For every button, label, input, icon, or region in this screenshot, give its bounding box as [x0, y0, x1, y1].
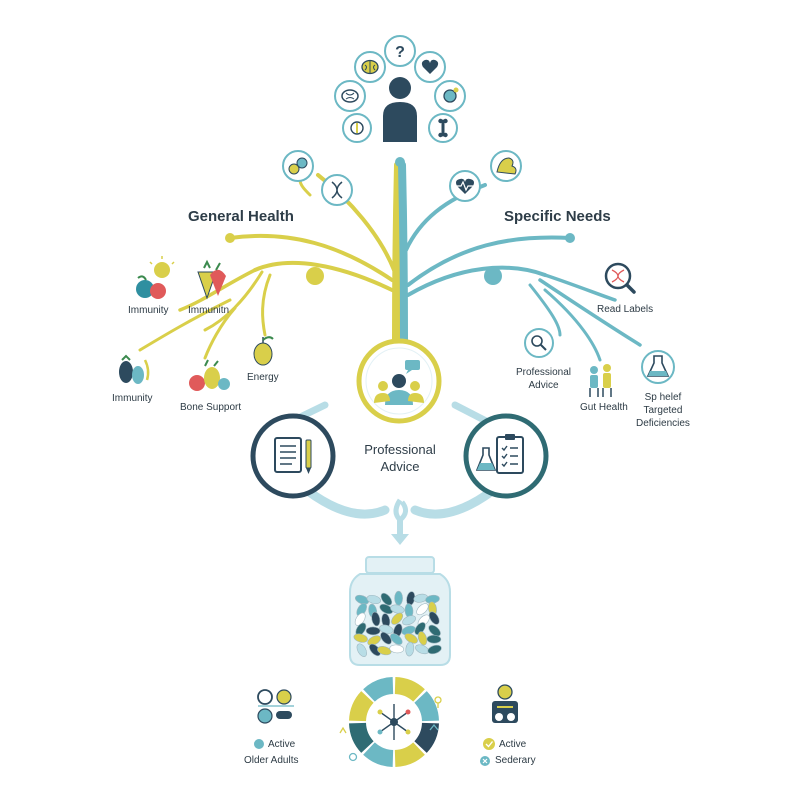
- mineral-icon: [342, 113, 372, 143]
- label-bone-support: Bone Support: [180, 402, 242, 413]
- question-icon: ?: [384, 35, 416, 67]
- supplement-jar-icon: [349, 556, 451, 666]
- legend-left-older-adults: Older Adults: [244, 755, 299, 766]
- vegetables-icon: [197, 259, 226, 300]
- legend-dot-sedentary-right: [480, 756, 490, 766]
- label-professional-advice: Professional Advice: [516, 367, 572, 391]
- label-targeted-deficiencies: Sp helef Targeted Deficiencies: [636, 392, 690, 429]
- pill-capsule: [414, 622, 426, 635]
- heart-icon: [414, 51, 446, 83]
- pill-capsule: [394, 590, 403, 606]
- pill-capsule: [427, 644, 442, 655]
- brain-small-icon: [334, 80, 366, 112]
- pill-capsule: [390, 633, 403, 645]
- consultation-icon: [356, 338, 442, 424]
- advice-magnifier-icon: [524, 328, 554, 358]
- bacteria-icon: [377, 704, 411, 740]
- pill-capsule: [365, 626, 381, 636]
- label-read-labels: Read Labels: [597, 304, 654, 315]
- mixed-fruit-icon: [189, 359, 230, 391]
- pill-capsule: [371, 611, 381, 627]
- donut-segment: [349, 722, 374, 753]
- donut-segment: [363, 677, 394, 702]
- pill-capsule: [405, 641, 415, 657]
- small-deco-icons: [339, 696, 442, 762]
- legend-right-sederary: Sederary: [495, 755, 536, 766]
- pill-capsule: [355, 594, 369, 605]
- pill-capsule: [377, 646, 392, 656]
- label-gut-health: Gut Health: [580, 402, 628, 413]
- legend-dot-active-left: [254, 739, 264, 749]
- pill-capsule: [366, 594, 381, 605]
- donut-segment: [414, 722, 439, 753]
- people-gut-icon: [589, 364, 612, 397]
- professional-advice-title: Professional Advice: [364, 442, 436, 474]
- brain-icon: [354, 51, 386, 83]
- donut-segment: [394, 742, 425, 767]
- pill-capsule: [428, 624, 441, 637]
- pill-capsule: [426, 634, 442, 644]
- pill-capsule: [404, 633, 418, 644]
- label-immunitn: Immunitn: [188, 305, 230, 316]
- pill-capsule: [390, 604, 405, 614]
- pill-capsule: [354, 612, 366, 626]
- donut-chart: [349, 677, 439, 767]
- legend-check-active-right: [483, 738, 495, 750]
- person-icon: [383, 77, 417, 142]
- label-immunity-bottom: Immunity: [112, 393, 153, 404]
- dna-icon: [321, 174, 353, 206]
- legend-right-active: Active: [499, 739, 527, 750]
- tree-branches: [138, 161, 642, 362]
- heart-rate-icon: [449, 170, 481, 202]
- magnifier-dna-icon: [604, 262, 636, 294]
- pill-capsule: [417, 631, 428, 646]
- donut-segment: [414, 691, 439, 722]
- document-pen-icon: [250, 413, 336, 499]
- pill-capsule: [380, 631, 392, 645]
- pill-capsule: [428, 611, 440, 625]
- pill-capsule: [389, 644, 404, 654]
- pill-capsule: [380, 592, 393, 606]
- vitamin-icon: [434, 80, 466, 112]
- svg-text:?: ?: [395, 44, 405, 61]
- eggplant-icon: [119, 354, 150, 384]
- general-health-title: General Health: [188, 208, 294, 225]
- label-energy: Energy: [247, 372, 279, 383]
- pill-capsule: [356, 643, 367, 657]
- muscle-icon: [490, 150, 522, 182]
- label-immunity-top: Immunity: [128, 305, 169, 316]
- branch-nodes: [225, 157, 575, 285]
- lab-clipboard-icon: [463, 413, 549, 499]
- flask-icon: [641, 350, 675, 384]
- fruit-sun-icon: [136, 256, 175, 299]
- top-icon-cluster: ?: [334, 35, 466, 143]
- pill-capsule: [416, 603, 429, 616]
- pills-icon: [282, 150, 314, 182]
- pill-capsule: [379, 603, 393, 615]
- pill-capsule: [402, 615, 416, 626]
- bone-icon: [428, 113, 458, 143]
- pill-capsule: [353, 633, 368, 643]
- donut-segment: [363, 742, 394, 767]
- donut-segment: [394, 677, 425, 702]
- pill-capsule: [391, 612, 404, 625]
- pear-icon: [253, 336, 274, 366]
- specific-needs-title: Specific Needs: [504, 208, 611, 225]
- bottom-left-icon: [257, 689, 294, 724]
- legend-left-active: Active: [268, 739, 296, 750]
- exercise-person-icon: [492, 684, 518, 723]
- pill-capsule: [367, 635, 381, 646]
- pill-capsule: [369, 643, 381, 657]
- donut-segment: [349, 691, 374, 722]
